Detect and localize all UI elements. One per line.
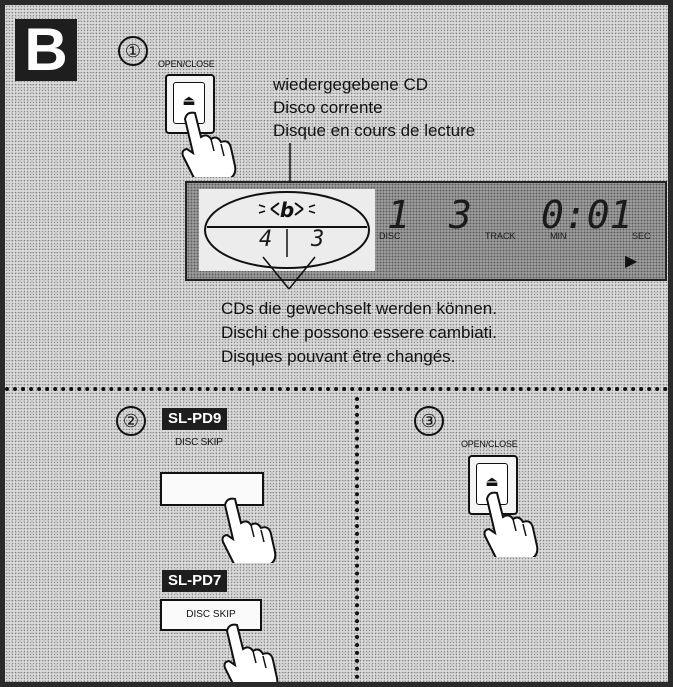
step-1-number: ① [118, 36, 148, 66]
model-badge-sl-pd7: SL-PD7 [162, 570, 228, 592]
pressing-hand-icon [181, 111, 237, 177]
time-value: 0:01 [541, 193, 633, 237]
track-label: TRACK [485, 231, 516, 241]
eject-icon: ⏏ [485, 473, 499, 489]
pressing-hand-icon [483, 491, 539, 557]
svg-text:b: b [280, 198, 294, 222]
disc-skip-label-1: DISC SKIP [175, 437, 223, 448]
changeable-de: CDs die gewechselt werden können. [221, 299, 497, 318]
disc-skip-button-sl-pd7[interactable]: DISC SKIP [160, 599, 262, 631]
disc-slot-right: 3 [311, 227, 325, 252]
disc-slot-left: 4 [259, 227, 273, 252]
play-icon: ▶ [625, 253, 638, 270]
callout-current-cd-de: wiedergegebene CD [273, 75, 428, 94]
disc-number-value: 1 [387, 193, 410, 237]
callout-current-cd-fr: Disque en cours de lecture [273, 121, 476, 140]
min-label: MIN [550, 231, 567, 241]
open-close-label-3: OPEN/CLOSE [461, 439, 518, 449]
disc-label: DISC [379, 231, 401, 241]
disc-carousel-icon: b [204, 191, 370, 269]
section-badge: B [15, 19, 77, 81]
eject-icon: ⏏ [182, 92, 196, 108]
disc-skip-button-sl-pd9[interactable] [160, 472, 264, 506]
section-divider-vertical [355, 397, 359, 682]
step-3-number: ③ [414, 406, 444, 436]
callout-current-cd-it: Disco corrente [273, 98, 383, 117]
pressing-hand-icon [221, 497, 277, 563]
changeable-it: Dischi che possono essere cambiati. [221, 323, 497, 342]
section-divider-horizontal [5, 387, 668, 391]
changeable-fr: Disques pouvant être changés. [221, 347, 456, 366]
pressing-hand-icon [223, 623, 279, 682]
sec-label: SEC [632, 231, 651, 241]
model-badge-sl-pd9: SL-PD9 [162, 408, 228, 430]
track-number-value: 3 [449, 193, 472, 237]
changeable-leader-lines [262, 256, 316, 290]
open-close-label-1: OPEN/CLOSE [158, 59, 215, 69]
step-2-number: ② [116, 406, 146, 436]
